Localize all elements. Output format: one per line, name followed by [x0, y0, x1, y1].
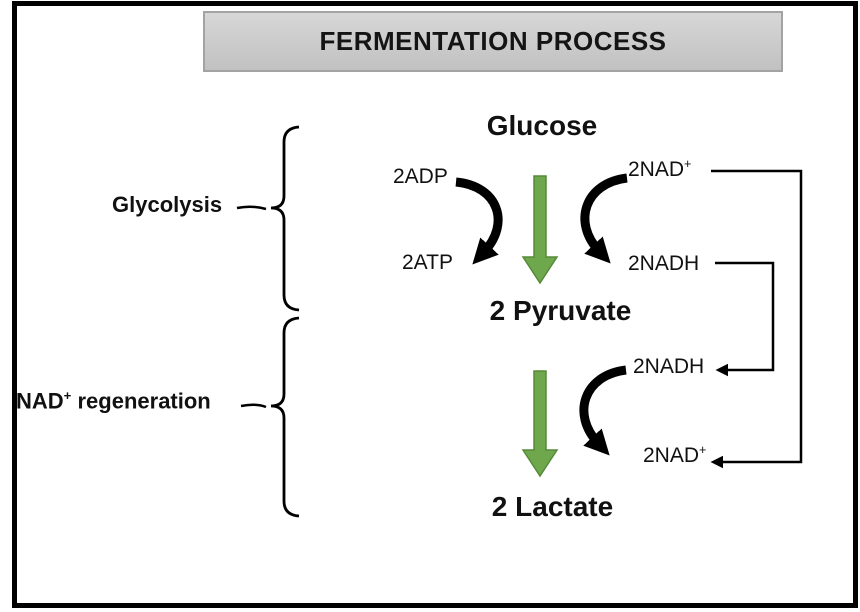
- nad-regeneration-brace: [270, 316, 300, 518]
- nad-regeneration-brace-connector: [240, 403, 267, 409]
- nad-bottom-sup: +: [699, 443, 707, 457]
- nadh-top-label: 2NADH: [628, 252, 700, 275]
- nad-recycle-connector: [710, 169, 803, 469]
- adp-label: 2ADP: [393, 165, 448, 188]
- pyruvate-to-lactate-arrow: [521, 370, 559, 478]
- glucose-label: Glucose: [486, 110, 598, 141]
- lactate-label: 2 Lactate: [491, 491, 614, 522]
- title-text: FERMENTATION PROCESS: [319, 26, 667, 56]
- adp-to-atp-curved-arrow: [455, 177, 503, 265]
- glycolysis-brace-connector: [236, 205, 267, 211]
- nad-top-label: 2NAD+: [628, 157, 692, 181]
- atp-label: 2ATP: [402, 251, 453, 274]
- nad-to-nadh-curved-arrow: [580, 173, 628, 264]
- nad-top-sup: +: [684, 157, 692, 171]
- nadh-to-nad-curved-arrow: [579, 365, 627, 456]
- glycolysis-brace: [270, 125, 300, 312]
- nad-regen-sup: +: [63, 388, 72, 403]
- nadh-transfer-connector: [715, 261, 775, 377]
- glucose-to-pyruvate-arrow: [521, 175, 559, 285]
- title-banner: FERMENTATION PROCESS: [203, 11, 783, 72]
- nad-bottom-label: 2NAD+: [643, 443, 707, 467]
- nad-regeneration-label: NAD+ regeneration: [16, 388, 211, 414]
- nadh-mid-label: 2NADH: [633, 355, 705, 378]
- nad-regen-base: NAD: [16, 388, 64, 414]
- nad-top-base: 2NAD: [628, 158, 685, 181]
- pyruvate-label: 2 Pyruvate: [489, 295, 632, 326]
- nad-regen-rest: regeneration: [71, 388, 211, 414]
- glycolysis-label: Glycolysis: [112, 192, 223, 217]
- diagram-border-frame: [12, 1, 858, 608]
- nad-bottom-base: 2NAD: [643, 444, 700, 467]
